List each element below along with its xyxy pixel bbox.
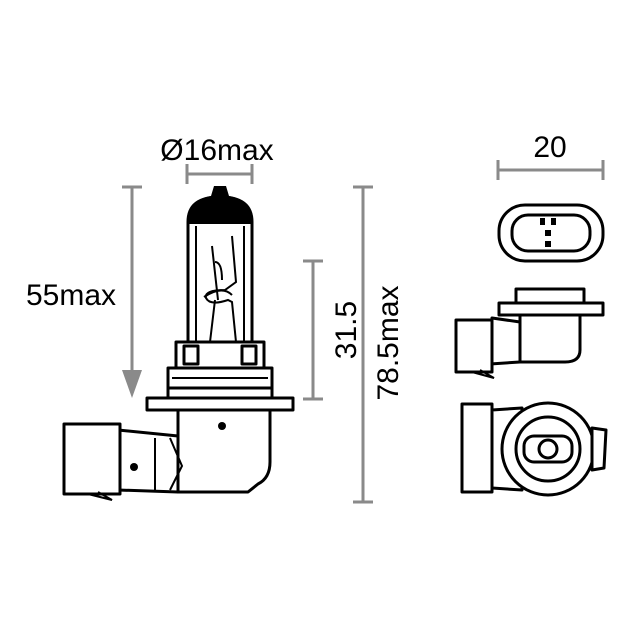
connector-plug: [62, 422, 122, 496]
focal-label: 31.5: [330, 301, 363, 359]
length-label: 55max: [26, 279, 116, 312]
filament: [204, 235, 238, 343]
bulb-right-side-view: [454, 287, 605, 379]
rear-connector-plug: [460, 402, 494, 494]
bulb-side-view: [62, 186, 295, 501]
connector-arm: [116, 428, 180, 494]
width-dimension: 20: [496, 131, 605, 180]
width-label: 20: [533, 131, 566, 164]
overall-label: 78.5max: [372, 285, 405, 400]
length-dimension: 55max: [26, 185, 142, 398]
diameter-label: Ø16max: [160, 134, 273, 167]
diameter-dimension: Ø16max: [160, 134, 274, 184]
black-cap: [188, 186, 252, 224]
side-connector-plug: [454, 318, 494, 374]
bulb-top-view: [497, 203, 605, 263]
focal-dimension: 31.5: [303, 259, 363, 401]
arrow-down-icon: [122, 370, 142, 398]
base-body: [176, 408, 272, 494]
mounting-flange: [145, 396, 295, 412]
overall-dimension: 78.5max: [353, 185, 405, 504]
rear-center-contact: [537, 438, 559, 460]
bulb-rear-view: [460, 401, 608, 497]
